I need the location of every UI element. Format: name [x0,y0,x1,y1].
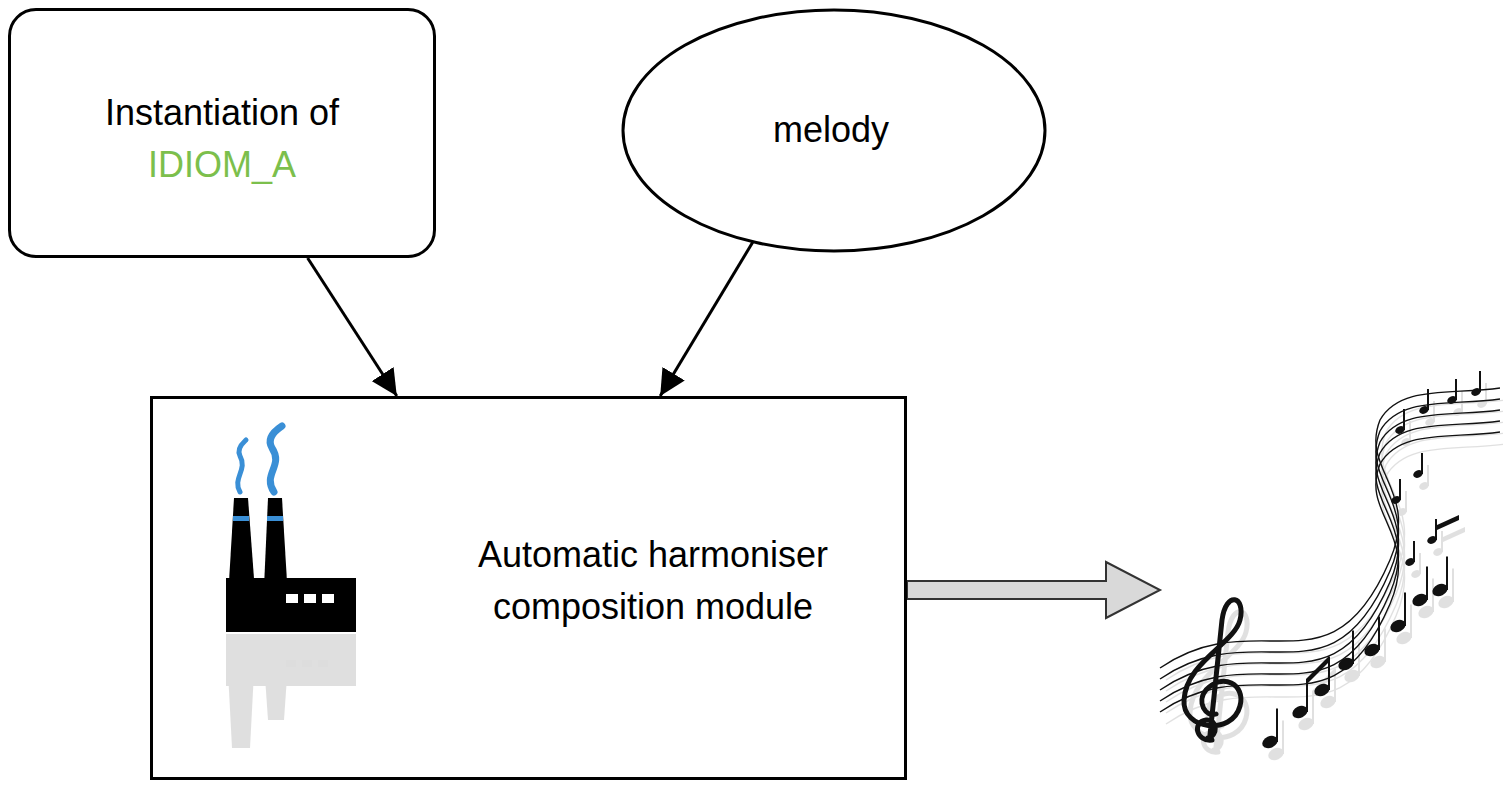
melody-ellipse: melody [621,8,1047,253]
box-text: Instantiation of [21,87,423,139]
factory-icon [226,426,356,748]
music-staff-illustration [1160,371,1503,763]
arrow-connector [308,258,397,396]
arrow-connector [660,242,753,396]
idiom-name: IDIOM_A [21,139,423,191]
module-text: Automatic harmoniser composition module [433,529,873,633]
idiom-box: Instantiation ofIDIOM_A [8,8,436,258]
harmoniser-box: Automatic harmoniser composition module [150,396,907,780]
output-arrow [907,562,1160,618]
melody-text: melody [631,104,1031,156]
